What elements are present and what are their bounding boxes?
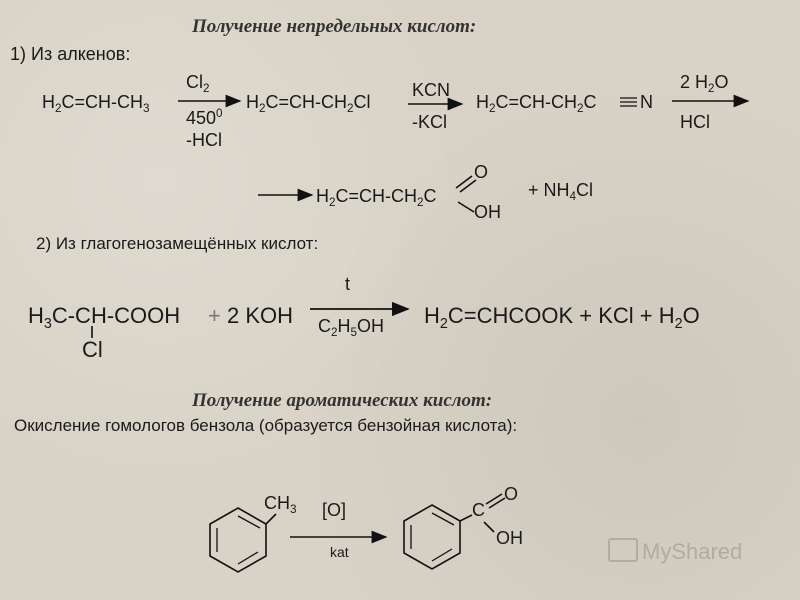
arrow-condition-heat: t — [345, 274, 351, 294]
products-acrylate: H2C=CHCOOK + KCl + H2O — [424, 303, 700, 332]
section1-label: 1) Из алкенов: — [10, 44, 131, 64]
nitrile-nitrogen: N — [640, 92, 653, 112]
product-butenoic-acid: H2C=CH-CH2C — [316, 186, 437, 210]
byproduct-ammonium-chloride: + NH4Cl — [528, 180, 594, 204]
title-aromatic-acids: Получение ароматических кислот: — [192, 390, 493, 411]
benzoic-oh-bond — [483, 521, 495, 533]
acid-oxygen: O — [474, 162, 489, 182]
arrow1-loss: -HCl — [186, 130, 222, 150]
benzoic-hydroxyl: OH — [496, 528, 523, 548]
reagent-koh: + 2 KOH — [208, 303, 293, 328]
watermark-logo-icon — [608, 538, 638, 562]
arrow-solvent-ethanol: C2H5OH — [318, 316, 385, 340]
carboxyl-single-bond — [457, 201, 475, 213]
watermark: MyShared — [608, 538, 742, 565]
benzoic-double-bond — [485, 493, 503, 505]
section2-label: 2) Из глагогенозамещённых кислот: — [36, 234, 319, 253]
arrow2-loss: -KCl — [412, 112, 447, 132]
arrow1-temperature: 4500 — [186, 107, 223, 129]
benzoic-ring — [403, 504, 461, 570]
arrow3-catalyst: HCl — [680, 112, 710, 132]
arrow1-reagent: Cl2 — [186, 72, 210, 96]
section3-label: Окисление гомологов бензола (образуется … — [14, 416, 518, 435]
toluene-ring — [209, 507, 267, 573]
benzoic-carbon: C — [472, 500, 485, 520]
arrow3-reagent: 2 H2O — [680, 72, 729, 96]
reactant-propene: H2C=CH-CH3 — [42, 92, 150, 116]
toluene-methyl-bond — [265, 513, 277, 525]
arrow2-reagent: KCN — [412, 80, 451, 100]
carboxyl-double-bond — [455, 175, 473, 189]
benzoic-c-bond — [459, 514, 473, 522]
product-nitrile: H2C=CH-CH2C — [476, 92, 597, 116]
reactant-chlorine-substituent: Cl — [82, 337, 103, 362]
oxidation-agent: [O] — [322, 500, 347, 520]
oxidation-catalyst: kat — [330, 544, 349, 560]
title-unsaturated-acids: Получение непредельных кислот: — [192, 16, 477, 37]
toluene-methyl-group: CH3 — [264, 493, 297, 517]
reactant-chloropropanoic-acid: H3C-CH-COOH — [28, 303, 181, 332]
acid-hydroxyl: OH — [474, 202, 501, 222]
product-allyl-chloride: H2C=CH-CH2Cl — [246, 92, 371, 116]
benzoic-oxygen: O — [504, 484, 519, 504]
